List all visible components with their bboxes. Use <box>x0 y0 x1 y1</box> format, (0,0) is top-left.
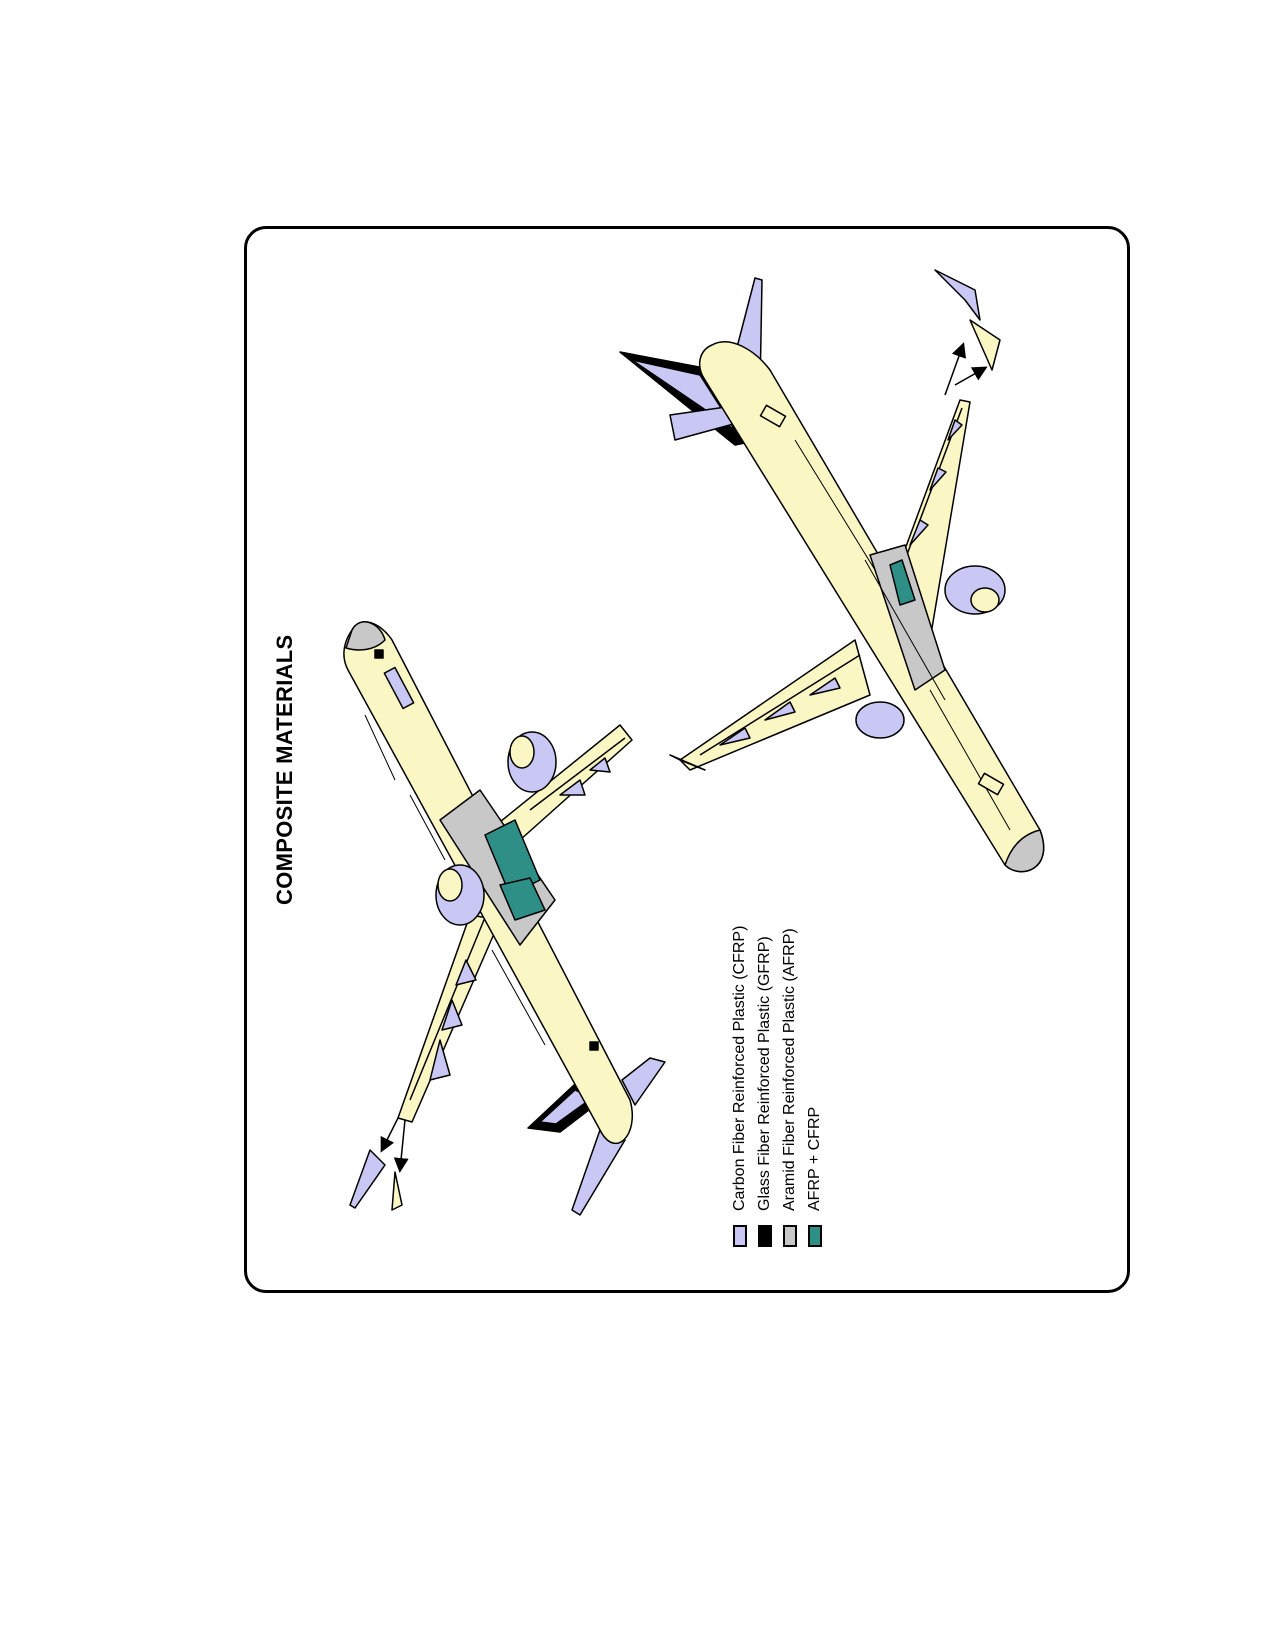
legend-item-afrp: Aramid Fiber Reinforced Plastic (AFRP) <box>781 928 799 1247</box>
legend-label-cfrp: Carbon Fiber Reinforced Plastic (CFRP) <box>731 925 748 1211</box>
swatch-afrp <box>783 1225 797 1247</box>
aircraft-top-view <box>619 269 1045 873</box>
legend-item-gfrp: Glass Fiber Reinforced Plastic (GFRP) <box>756 936 774 1247</box>
legend-label-afrp: Aramid Fiber Reinforced Plastic (AFRP) <box>781 928 798 1211</box>
page-title: COMPOSITE MATERIALS <box>272 634 297 905</box>
radome <box>345 621 386 651</box>
wing-fairing <box>869 544 946 691</box>
legend-label-gfrp: Glass Fiber Reinforced Plastic (GFRP) <box>756 936 773 1211</box>
nose-cone <box>1004 829 1045 873</box>
engine-lower <box>855 701 905 739</box>
stabilizer-upper <box>621 1057 666 1106</box>
afrp-cfrp-panel <box>484 819 541 896</box>
legend-item-afrp-cfrp: AFRP + CFRP <box>806 1107 824 1247</box>
swatch-cfrp <box>733 1225 747 1247</box>
swatch-gfrp <box>758 1225 772 1247</box>
swatch-afrp-cfrp <box>808 1225 822 1247</box>
legend-item-cfrp: Carbon Fiber Reinforced Plastic (CFRP) <box>731 926 749 1247</box>
aircraft-bottom-view <box>343 621 666 1216</box>
legend-label-afrp-cfrp: AFRP + CFRP <box>806 1106 823 1211</box>
